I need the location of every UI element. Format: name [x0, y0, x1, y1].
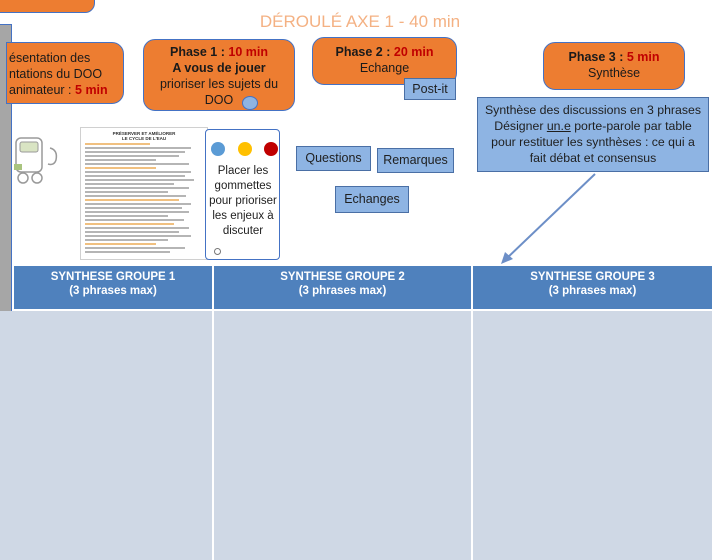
column-2-subtitle: (3 phrases max) [298, 285, 387, 297]
phase2-title: Phase 2 : 20 min [335, 45, 434, 59]
phase2-subtitle: Echange [359, 61, 410, 75]
column-header-groupe-2: SYNTHESE GROUPE 2 (3 phrases max) [214, 266, 471, 309]
column-1-title: SYNTHESE GROUPE 1 [50, 271, 176, 283]
phase1-box[interactable]: Phase 1 : 10 min A vous de jouer prioris… [143, 39, 295, 111]
mascot-illustration-icon [14, 137, 58, 184]
intro-line-2: ntations du DOO [9, 67, 103, 81]
synthesis-line-2: Désigner un.e porte-parole par table [494, 119, 692, 133]
document-title-line-1: PRÉSERVER ET AMÉLIORER [112, 131, 176, 136]
phase1-title: Phase 1 : 10 min [170, 45, 268, 59]
synthesis-line-4: fait débat et consensus [529, 151, 657, 165]
phase1-connector-dot[interactable] [242, 96, 258, 110]
page-title: DÉROULÉ AXE 1 - 40 min [259, 12, 461, 31]
questions-button[interactable]: Questions [296, 146, 371, 171]
top-left-orange-shape [0, 0, 95, 13]
postit-label[interactable]: Post-it [404, 78, 456, 100]
sticker-dot-blue [211, 142, 225, 156]
synthesis-line-3: pour restituer les synthèses : ce qui a [491, 135, 695, 149]
synthesis-line-1: Synthèse des discussions en 3 phrases [484, 103, 701, 117]
column-header-groupe-3: SYNTHESE GROUPE 3 (3 phrases max) [473, 266, 712, 309]
phase3-title: Phase 3 : 5 min [568, 50, 660, 64]
arrow-icon [501, 173, 596, 264]
phase1-line3: prioriser les sujets du [159, 77, 279, 91]
document-thumbnail[interactable]: PRÉSERVER ET AMÉLIORER LE CYCLE DE L'EAU [80, 127, 208, 260]
echanges-button[interactable]: Echanges [335, 186, 409, 213]
document-text-lines [85, 143, 203, 253]
sticker-dot-yellow [238, 142, 252, 156]
column-2-title: SYNTHESE GROUPE 2 [280, 271, 405, 283]
phase3-box[interactable]: Phase 3 : 5 min Synthèse [543, 42, 685, 90]
synthesis-instructions-box[interactable]: Synthèse des discussions en 3 phrases Dé… [477, 97, 709, 172]
phase3-subtitle: Synthèse [587, 66, 641, 80]
sticker-card[interactable]: Placer les gommettes pour prioriser les … [205, 129, 280, 260]
column-body-groupe-3[interactable] [473, 311, 712, 560]
phase1-subtitle: A vous de jouer [172, 61, 266, 75]
column-3-title: SYNTHESE GROUPE 3 [530, 271, 655, 283]
sticker-card-handle-icon [214, 248, 221, 255]
remarques-button[interactable]: Remarques [377, 148, 454, 173]
document-title-line-2: LE CYCLE DE L'EAU [121, 136, 167, 141]
phase2-box[interactable]: Phase 2 : 20 min Echange [312, 37, 457, 85]
column-body-groupe-2[interactable] [214, 311, 471, 560]
intro-line-1: ésentation des [9, 51, 91, 65]
phase1-line4: DOO [204, 93, 234, 107]
column-body-groupe-1[interactable] [0, 311, 212, 560]
intro-line-3: animateur : 5 min [9, 83, 108, 97]
column-header-groupe-1: SYNTHESE GROUPE 1 (3 phrases max) [14, 266, 212, 309]
column-3-subtitle: (3 phrases max) [548, 285, 637, 297]
intro-presentation-box[interactable]: ésentation des ntations du DOO animateur… [6, 42, 124, 104]
sticker-dot-red [264, 142, 278, 156]
column-1-subtitle: (3 phrases max) [69, 285, 157, 297]
sticker-card-text: Placer les gommettes pour prioriser les … [209, 165, 277, 237]
